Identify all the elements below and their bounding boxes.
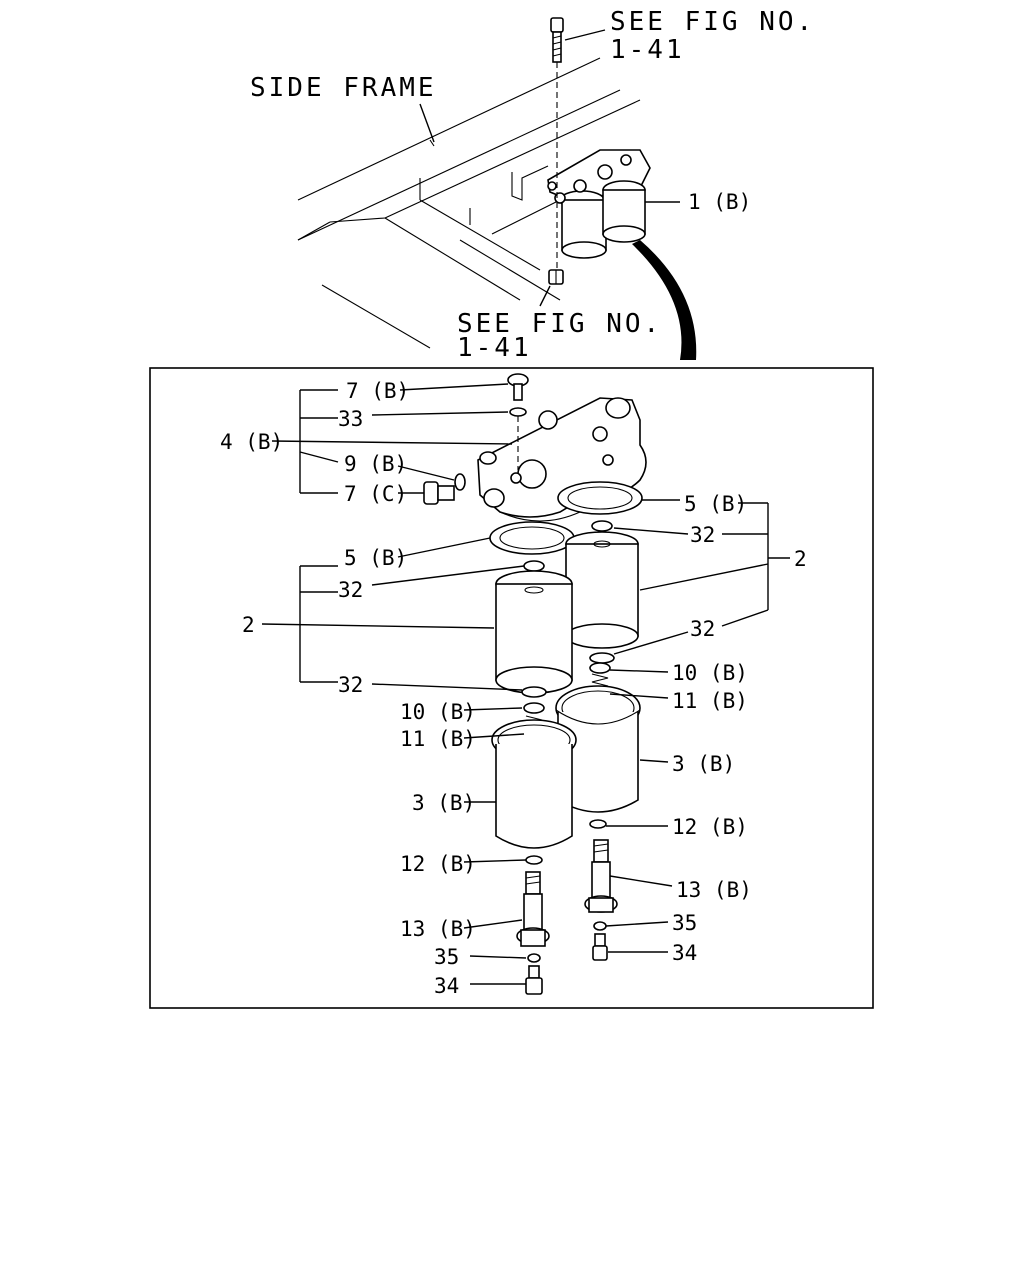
o-ring-12b-left (525, 855, 543, 865)
installation-view: SEE FIG NO. 1-41 SIDE FRAME 1 (B) SEE FI… (250, 7, 815, 363)
see-fig-number-bottom: 1-41 (457, 333, 532, 363)
callout-13b-right: 13 (B) (676, 878, 752, 902)
washer-9b (454, 473, 466, 491)
side-frame-drawing (297, 57, 641, 349)
drain-plug-34-right (592, 933, 608, 961)
callout-11b-right: 11 (B) (672, 689, 748, 713)
callout-10b-left: 10 (B) (400, 700, 476, 724)
detail-arrow (632, 240, 697, 360)
callout-11b-left: 11 (B) (400, 727, 476, 751)
callout-7b: 7 (B) (346, 379, 409, 403)
callout-9b: 9 (B) (344, 452, 407, 476)
callout-32-right-upper: 32 (690, 523, 715, 547)
o-ring-12b-right (589, 819, 607, 829)
callout-5b-right: 5 (B) (684, 492, 747, 516)
filter-assembly-installed (511, 149, 651, 259)
leader-lines (261, 383, 790, 985)
callout-4b: 4 (B) (220, 430, 283, 454)
callout-1b: 1 (B) (688, 190, 751, 214)
callout-3b-right: 3 (B) (672, 752, 735, 776)
callout-35-right: 35 (672, 911, 697, 935)
see-fig-number-top: 1-41 (610, 35, 685, 65)
screw-7b (507, 373, 529, 401)
callout-35-left: 35 (434, 945, 459, 969)
filter-case-left (491, 719, 577, 849)
mounting-nut-bottom (548, 269, 564, 285)
drain-plug-34-left (525, 965, 543, 995)
callout-12b-left: 12 (B) (400, 852, 476, 876)
o-ring-32-right-bottom (589, 652, 615, 664)
center-bolt-13b-left (516, 871, 550, 947)
callout-34-right: 34 (672, 941, 697, 965)
callout-13b-left: 13 (B) (400, 917, 476, 941)
callout-32-right-lower: 32 (690, 617, 715, 641)
callout-34-left: 34 (434, 974, 459, 998)
o-ring-32-right-top (591, 520, 613, 532)
callout-32-left-upper: 32 (338, 578, 363, 602)
washer-33 (509, 407, 527, 417)
filter-element-right (565, 531, 639, 649)
filter-element-left (495, 570, 573, 694)
plug-7c (423, 481, 455, 505)
callout-5b-left: 5 (B) (344, 546, 407, 570)
callout-32-left-lower: 32 (338, 673, 363, 697)
callout-7c: 7 (C) (344, 482, 407, 506)
filter-case-right (555, 685, 641, 813)
callout-12b-right: 12 (B) (672, 815, 748, 839)
seal-10b-right (589, 662, 611, 674)
seal-10b-left (523, 702, 545, 714)
callout-3b-left: 3 (B) (412, 791, 475, 815)
o-ring-32-left-bottom (521, 686, 547, 698)
see-fig-label-top: SEE FIG NO. (610, 7, 815, 37)
side-frame-label: SIDE FRAME (250, 73, 437, 103)
washer-35-left (527, 953, 541, 963)
center-bolt-13b-right (584, 839, 618, 913)
callout-33: 33 (338, 407, 363, 431)
o-ring-32-left-top (523, 560, 545, 572)
callout-10b-right: 10 (B) (672, 661, 748, 685)
callout-2-right: 2 (794, 547, 807, 571)
detail-frame (149, 367, 874, 1009)
see-fig-label-bottom: SEE FIG NO. (457, 309, 662, 339)
washer-35-right (593, 921, 607, 931)
callout-2-left: 2 (242, 613, 255, 637)
mounting-bolt-top (550, 17, 564, 63)
